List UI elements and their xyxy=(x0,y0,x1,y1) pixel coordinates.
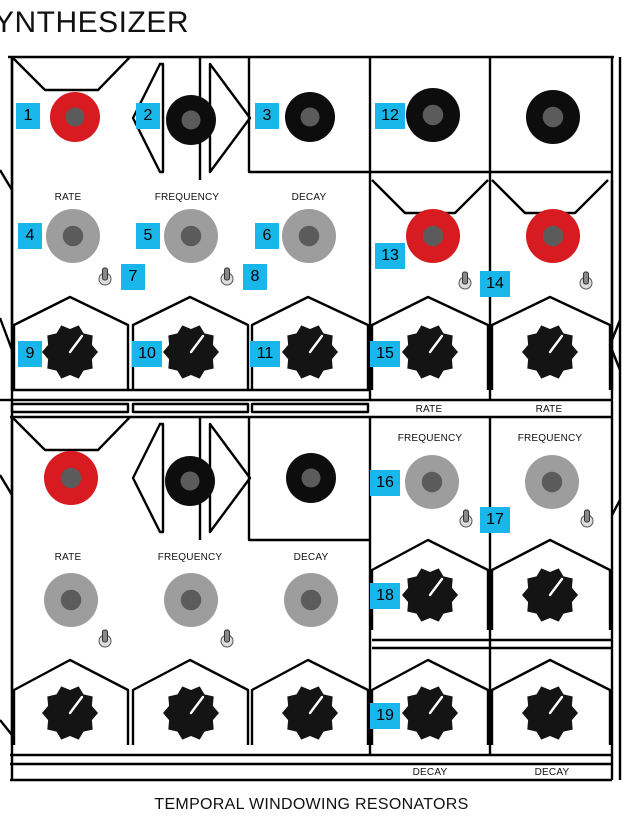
input-jack[interactable] xyxy=(406,88,460,142)
label-frequency: FREQUENCY xyxy=(157,552,223,563)
badge-6: 6 xyxy=(255,223,279,249)
output-jack[interactable] xyxy=(44,451,98,505)
badge-8: 8 xyxy=(243,264,267,290)
label-decay: DECAY xyxy=(291,192,327,203)
badge-16: 16 xyxy=(370,470,400,496)
badge-18: 18 xyxy=(370,583,400,609)
input-jack[interactable] xyxy=(165,456,215,506)
badge-10: 10 xyxy=(132,341,162,367)
label-frequency: FREQUENCY xyxy=(517,433,583,444)
decay-knob[interactable] xyxy=(282,325,338,379)
label-decay: DECAY xyxy=(534,767,570,778)
badge-19: 19 xyxy=(370,703,400,729)
rate-cv-jack[interactable] xyxy=(44,573,98,627)
module-name: TEMPORAL WINDOWING RESONATORS xyxy=(154,796,469,813)
label-decay: DECAY xyxy=(293,552,329,563)
badge-11: 11 xyxy=(250,341,280,367)
label-rate: RATE xyxy=(54,192,82,203)
input-jack[interactable] xyxy=(286,453,336,503)
label-rate: RATE xyxy=(535,404,563,415)
badge-4: 4 xyxy=(18,223,42,249)
badge-2: 2 xyxy=(136,103,160,129)
decay-knob[interactable] xyxy=(522,686,578,740)
badge-14: 14 xyxy=(480,271,510,297)
frequency-toggle-switch[interactable] xyxy=(220,267,234,286)
frequency-toggle-switch[interactable] xyxy=(220,629,234,648)
frequency-knob[interactable] xyxy=(522,568,578,622)
badge-15: 15 xyxy=(370,341,400,367)
badge-12: 12 xyxy=(375,103,405,129)
decay-cv-jack[interactable] xyxy=(284,573,338,627)
badge-1: 1 xyxy=(16,103,40,129)
rate-toggle-switch[interactable] xyxy=(98,267,112,286)
frequency-knob[interactable] xyxy=(163,325,219,379)
frequency-cv-jack[interactable] xyxy=(164,209,218,263)
decay-cv-jack[interactable] xyxy=(282,209,336,263)
input-jack[interactable] xyxy=(526,90,580,144)
label-rate: RATE xyxy=(415,404,443,415)
rate-knob[interactable] xyxy=(402,325,458,379)
badge-3: 3 xyxy=(255,103,279,129)
frequency-knob[interactable] xyxy=(163,686,219,740)
frequency-toggle-switch[interactable] xyxy=(580,509,594,528)
badge-5: 5 xyxy=(136,223,160,249)
decay-knob[interactable] xyxy=(402,686,458,740)
badge-9: 9 xyxy=(18,341,42,367)
frequency-cv-jack[interactable] xyxy=(405,455,459,509)
label-frequency: FREQUENCY xyxy=(154,192,220,203)
rate-toggle-switch[interactable] xyxy=(579,271,593,290)
rate-knob[interactable] xyxy=(42,325,98,379)
page-title: YNTHESIZER xyxy=(0,6,190,39)
badge-13: 13 xyxy=(375,243,405,269)
frequency-knob[interactable] xyxy=(402,568,458,622)
frequency-cv-jack[interactable] xyxy=(525,455,579,509)
rate-cv-jack[interactable] xyxy=(46,209,100,263)
output-jack[interactable] xyxy=(526,209,580,263)
badge-17: 17 xyxy=(480,507,510,533)
frequency-cv-jack[interactable] xyxy=(164,573,218,627)
rate-knob[interactable] xyxy=(522,325,578,379)
rate-toggle-switch[interactable] xyxy=(458,271,472,290)
frequency-toggle-switch[interactable] xyxy=(459,509,473,528)
rate-knob[interactable] xyxy=(42,686,98,740)
output-jack[interactable] xyxy=(50,92,100,142)
rate-toggle-switch[interactable] xyxy=(98,629,112,648)
input-jack[interactable] xyxy=(166,95,216,145)
output-jack[interactable] xyxy=(406,209,460,263)
label-rate: RATE xyxy=(54,552,82,563)
decay-knob[interactable] xyxy=(282,686,338,740)
badge-7: 7 xyxy=(121,264,145,290)
label-decay: DECAY xyxy=(412,767,448,778)
input-jack[interactable] xyxy=(285,92,335,142)
label-frequency: FREQUENCY xyxy=(397,433,463,444)
